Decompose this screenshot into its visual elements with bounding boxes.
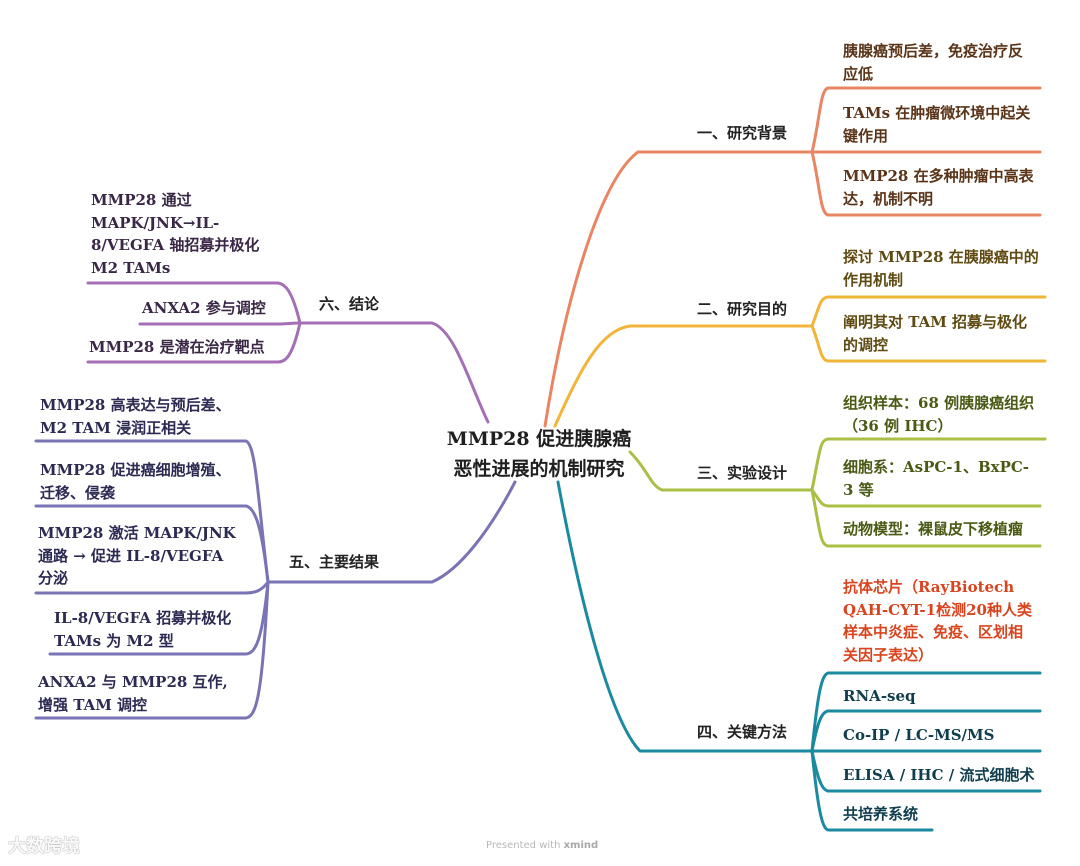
connectors-background — [543, 86, 1042, 428]
conclusion-item[interactable]: ANXA2 参与调控 — [142, 299, 266, 317]
connectors-design — [628, 437, 1047, 548]
connectors-conclusion — [86, 281, 490, 424]
results-item[interactable]: MMP28 高表达与预后差、 M2 TAM 浸润正相关 — [40, 396, 231, 437]
branch-purpose[interactable]: 二、研究目的 — [697, 300, 788, 318]
results-item[interactable]: IL-8/VEGFA 招募并极化 TAMs 为 M2 型 — [54, 609, 232, 650]
branch-methods[interactable]: 四、关键方法 — [697, 723, 788, 741]
footer-credit: Presented with xmind — [486, 840, 598, 851]
background-item[interactable]: TAMs 在肿瘤微环境中起关 键作用 — [843, 104, 1031, 145]
methods-item[interactable]: 共培养系统 — [843, 805, 919, 823]
root-topic[interactable]: MMP28 促进胰腺癌 恶性进展的机制研究 — [446, 428, 632, 480]
results-item[interactable]: MMP28 激活 MAPK/JNK 通路 → 促进 IL-8/VEGFA 分泌 — [38, 524, 236, 587]
conclusion-item[interactable]: MMP28 通过 MAPK/JNK→IL- 8/VEGFA 轴招募并极化 M2 … — [91, 191, 260, 277]
branch-conclusion[interactable]: 六、结论 — [319, 295, 380, 313]
connectors-purpose — [553, 295, 1047, 428]
methods-item[interactable]: RNA-seq — [843, 687, 916, 705]
xmind-logo: xmind — [563, 840, 599, 851]
conclusion-item[interactable]: MMP28 是潜在治疗靶点 — [89, 338, 265, 356]
methods-item[interactable]: Co-IP / LC-MS/MS — [843, 726, 995, 744]
watermark: 大数跨境 — [8, 836, 80, 857]
results-item[interactable]: MMP28 促进癌细胞增殖、 迁移、侵袭 — [40, 461, 231, 502]
branch-background[interactable]: 一、研究背景 — [697, 124, 788, 142]
methods-item[interactable]: ELISA / IHC / 流式细胞术 — [843, 766, 1035, 784]
branch-design[interactable]: 三、实验设计 — [697, 464, 788, 482]
design-item[interactable]: 动物模型：裸鼠皮下移植瘤 — [843, 520, 1024, 538]
design-item[interactable]: 细胞系：AsPC-1、BxPC- 3 等 — [843, 458, 1030, 499]
design-item[interactable]: 组织样本：68 例胰腺癌组织 （36 例 IHC） — [843, 394, 1035, 435]
footer-presented-with: Presented with — [486, 840, 561, 851]
connectors-methods — [556, 480, 1042, 832]
purpose-item[interactable]: 阐明其对 TAM 招募与极化 的调控 — [843, 313, 1028, 354]
connectors-results — [34, 439, 517, 720]
purpose-item[interactable]: 探讨 MMP28 在胰腺癌中的 作用机制 — [843, 248, 1039, 289]
methods-item-highlight[interactable]: 抗体芯片（RayBiotech QAH-CYT-1检测20种人类 样本中炎症、免… — [843, 578, 1032, 664]
background-item[interactable]: 胰腺癌预后差，免疫治疗反 应低 — [843, 42, 1024, 83]
results-item[interactable]: ANXA2 与 MMP28 互作, 增强 TAM 调控 — [38, 673, 228, 714]
background-item[interactable]: MMP28 在多种肿瘤中高表 达，机制不明 — [843, 167, 1034, 208]
branch-results[interactable]: 五、主要结果 — [289, 553, 380, 571]
